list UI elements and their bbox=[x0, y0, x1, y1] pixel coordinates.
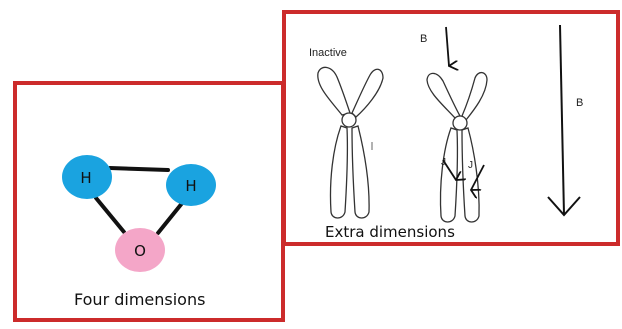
arrow-j-right-label: J bbox=[468, 160, 473, 171]
hydrogen-atom-left-label: H bbox=[80, 169, 91, 187]
bond-h-o-right bbox=[156, 200, 185, 235]
left-panel-frame bbox=[13, 81, 285, 322]
arrow-j-left bbox=[442, 159, 456, 180]
hydrogen-atom-right bbox=[166, 164, 216, 206]
chromatid-active-upper-left bbox=[426, 72, 461, 119]
right-panel-caption: Extra dimensions bbox=[324, 223, 456, 241]
chromosome-inactive bbox=[317, 66, 384, 219]
hydrogen-atom-left bbox=[62, 155, 112, 199]
arrow-b-top-label: B bbox=[420, 33, 428, 45]
arrow-j-left-label: J bbox=[441, 157, 446, 168]
centromere-active bbox=[452, 115, 468, 131]
molecule-bonds bbox=[94, 166, 185, 235]
arrow-b-side-head bbox=[547, 196, 581, 217]
arrows bbox=[442, 26, 485, 190]
arrow-b-side-label: B bbox=[576, 97, 584, 109]
arrow-b-side-shaft bbox=[559, 24, 565, 216]
oxygen-atom-label: O bbox=[134, 242, 146, 260]
centromere-inactive bbox=[341, 112, 357, 128]
chromatid-inactive-lower-left bbox=[329, 125, 349, 219]
chromatid-active-lower-left bbox=[439, 127, 459, 223]
arrow-b-top bbox=[445, 26, 449, 66]
arrow-j-right bbox=[471, 164, 485, 190]
chromatid-active-upper-right bbox=[461, 71, 488, 121]
inactive-label: Inactive bbox=[309, 47, 347, 59]
bond-h-o-left bbox=[94, 196, 126, 234]
hydrogen-atom-right-label: H bbox=[185, 177, 196, 195]
chromatid-inactive-upper-left bbox=[317, 66, 351, 116]
chromatid-inactive-lower-right bbox=[351, 125, 370, 219]
bond-h-h bbox=[108, 166, 170, 172]
chromatid-inactive-upper-right bbox=[351, 68, 384, 118]
arrow-b-side bbox=[547, 24, 581, 217]
oxygen-atom bbox=[115, 228, 165, 272]
left-panel-caption: Four dimensions bbox=[74, 290, 206, 309]
